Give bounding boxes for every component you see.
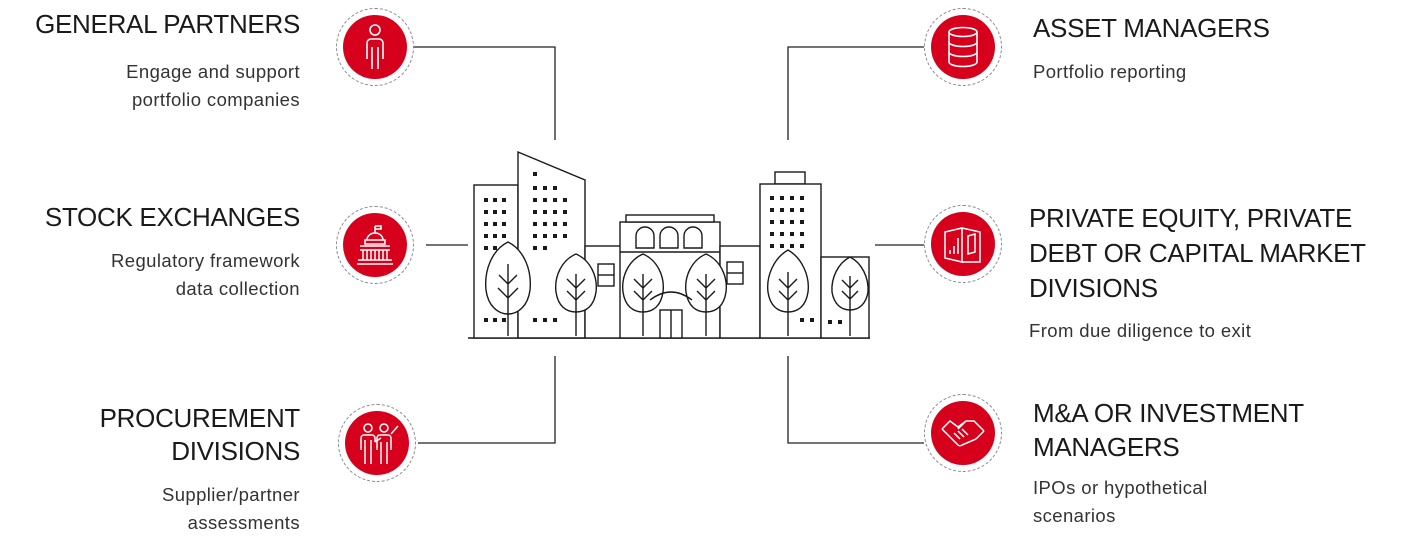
mna-title: M&A OR INVESTMENT MANAGERS [1033, 398, 1304, 462]
private-equity-desc: From due diligence to exit [1029, 320, 1252, 341]
capitol-building-icon [336, 206, 414, 284]
handshake-icon [924, 394, 1002, 472]
people-icon [338, 404, 416, 482]
asset-managers-title: ASSET MANAGERS [1033, 13, 1270, 43]
mna-desc: IPOs or hypothetical scenarios [1033, 477, 1208, 526]
asset-managers-block: ASSET MANAGERS Portfolio reporting [1033, 12, 1393, 86]
procurement-desc: Supplier/partner assessments [161, 484, 300, 533]
connector-general-partners [414, 46, 556, 140]
connector-procurement [418, 356, 556, 444]
procurement-title: PROCUREMENT DIVISIONS [99, 403, 301, 466]
stock-exchanges-block: STOCK EXCHANGES Regulatory framework dat… [0, 201, 300, 303]
general-partners-desc: Engage and support portfolio companies [126, 61, 300, 110]
connector-mna [787, 356, 924, 444]
procurement-block: PROCUREMENT DIVISIONS Supplier/partner a… [0, 402, 301, 537]
private-equity-block: PRIVATE EQUITY, PRIVATE DEBT OR CAPITAL … [1029, 201, 1399, 345]
connector-asset-managers [787, 46, 924, 140]
person-icon [336, 8, 414, 86]
chart-book-icon [924, 205, 1002, 283]
mna-block: M&A OR INVESTMENT MANAGERS IPOs or hypot… [1033, 396, 1393, 530]
stock-exchanges-title: STOCK EXCHANGES [44, 202, 300, 232]
general-partners-block: GENERAL PARTNERS Engage and support port… [0, 8, 300, 114]
general-partners-title: GENERAL PARTNERS [35, 9, 300, 39]
trees [485, 241, 869, 336]
city-illustration [468, 150, 870, 339]
building-windows [484, 172, 842, 324]
stock-exchanges-desc: Regulatory framework data collection [111, 250, 300, 299]
database-icon [924, 8, 1002, 86]
private-equity-title: PRIVATE EQUITY, PRIVATE DEBT OR CAPITAL … [1029, 203, 1366, 303]
asset-managers-desc: Portfolio reporting [1033, 61, 1187, 82]
